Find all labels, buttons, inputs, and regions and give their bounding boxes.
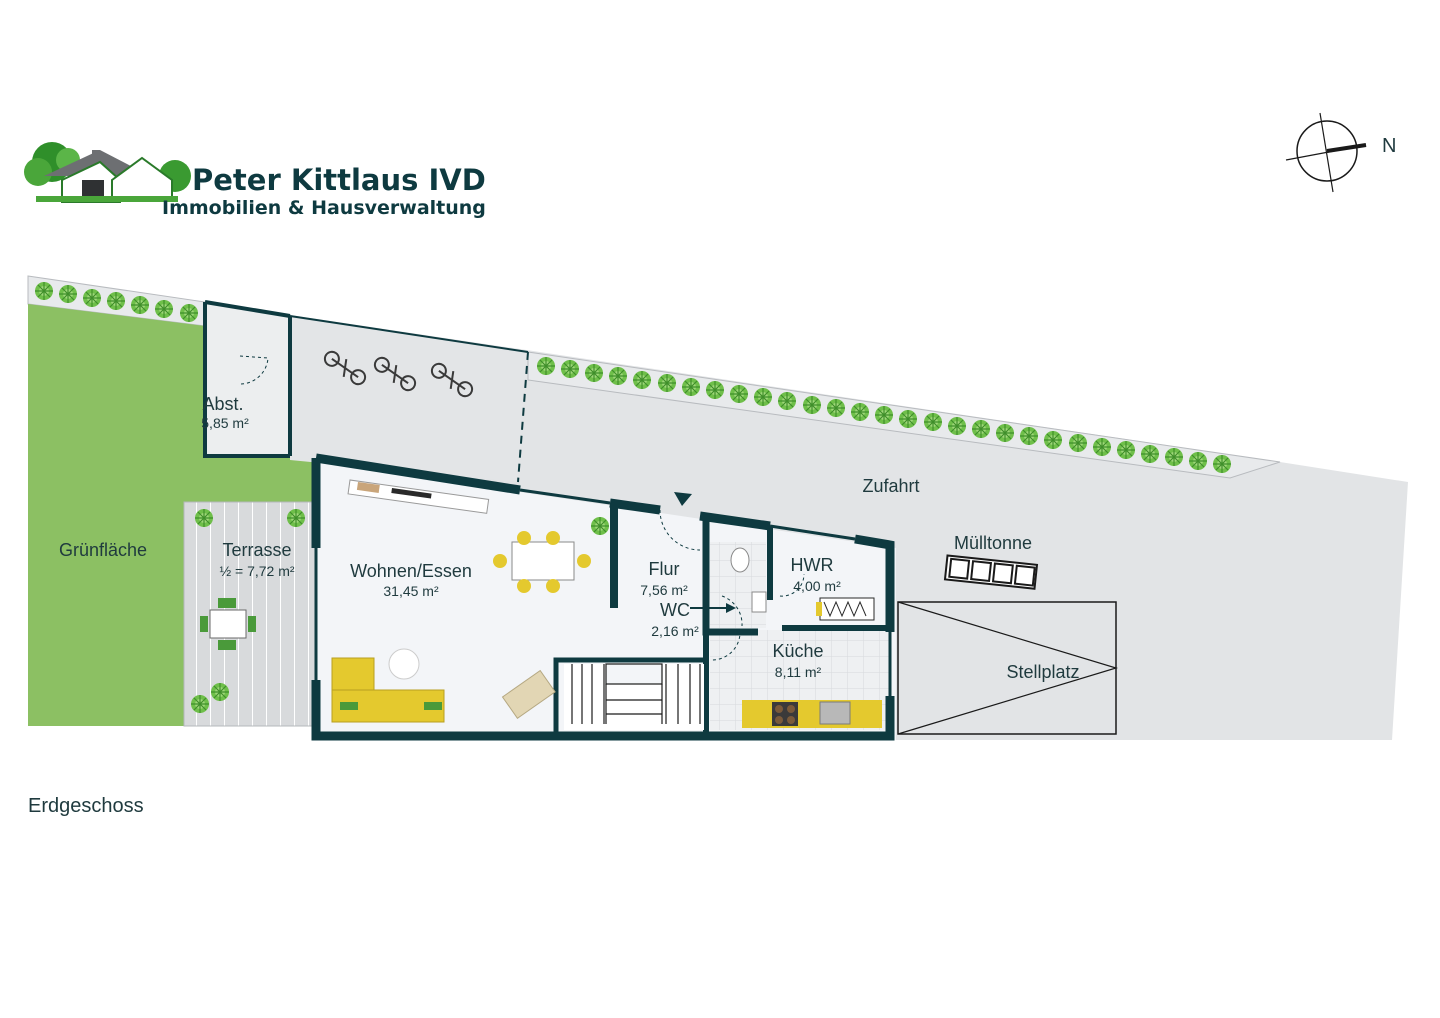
logo-title: Peter Kittlaus IVD (192, 163, 486, 197)
floor-label: Erdgeschoss (28, 795, 144, 817)
label-muelltonne: Mülltonne (954, 533, 1032, 553)
bicycle-icons (323, 350, 474, 398)
area-wohnen: 31,45 m² (383, 583, 439, 599)
sofa (331, 657, 445, 723)
exterior-walls (311, 453, 895, 741)
label-stellplatz: Stellplatz (1006, 662, 1079, 682)
door-swings (659, 509, 805, 661)
staircase (564, 663, 704, 730)
entrance-arrow-icon (674, 492, 692, 506)
round-coffee-table (388, 648, 420, 680)
house-logo-icon (24, 142, 191, 203)
dining-table-set (493, 531, 591, 593)
label-wc: WC (660, 600, 690, 620)
parking-space (897, 601, 1119, 735)
kitchen-counter (742, 700, 882, 728)
toilet-icon (730, 547, 750, 573)
compass-north-label: N (1382, 135, 1396, 157)
terrace-table-set (200, 598, 256, 650)
bicycle-shelter-floor (290, 316, 528, 482)
compass-rose-icon (1285, 112, 1367, 193)
interior-walls (553, 505, 890, 736)
logo-subtitle: Immobilien & Hausverwaltung (162, 197, 486, 219)
label-abst: Abst. (202, 394, 243, 414)
area-abst: 5,85 m² (201, 415, 249, 431)
area-hwr: 4,00 m² (793, 578, 841, 594)
washbasin-icon (751, 591, 767, 613)
storage-room-floor (205, 302, 290, 454)
terrace-deck (183, 501, 317, 727)
label-zufahrt: Zufahrt (862, 476, 919, 496)
area-wc: 2,16 m² (651, 623, 699, 639)
label-kueche: Küche (772, 641, 823, 661)
label-hwr: HWR (791, 555, 834, 575)
label-gruenflaeche: Grünfläche (59, 540, 147, 560)
label-wohnen: Wohnen/Essen (350, 561, 472, 581)
sideboard (347, 479, 490, 514)
armchair (501, 669, 556, 719)
area-terrasse: ½ = 7,72 m² (219, 563, 294, 579)
waste-bins-icon (943, 554, 1039, 590)
label-flur: Flur (649, 559, 680, 579)
laundry-appliances (816, 597, 875, 621)
label-terrasse: Terrasse (222, 540, 291, 560)
area-flur: 7,56 m² (640, 582, 688, 598)
company-logo: Peter Kittlaus IVD Immobilien & Hausverw… (24, 142, 486, 219)
area-kueche: 8,11 m² (775, 664, 822, 680)
